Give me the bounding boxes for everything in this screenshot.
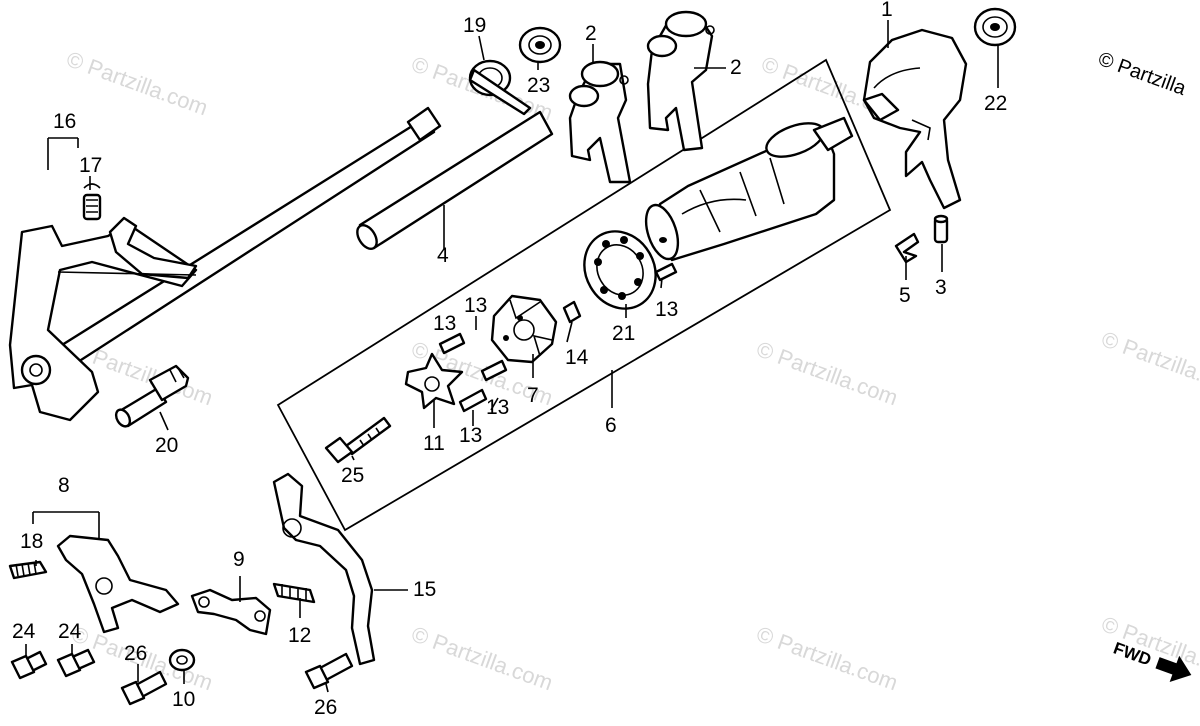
shift-shaft-part [8,106,442,422]
callout-9: 9 [233,548,245,571]
callout-12: 12 [288,624,311,647]
watermark-layer: © Partzilla.com © Partzilla.com © Partzi… [63,46,1200,695]
shift-fork-part-2a [568,60,632,184]
pin-part-14 [562,300,582,324]
watermark: © Partzilla.com [753,621,901,695]
callout-22: 22 [984,92,1007,115]
callout-18: 18 [20,530,43,553]
bolt-part-24-b [56,648,96,678]
spring-part-12 [272,582,316,604]
callout-7: 7 [527,384,539,407]
callout-4: 4 [437,244,449,267]
callout-20: 20 [155,434,178,457]
callout-21: 21 [612,322,635,345]
fwd-arrow-icon [1155,655,1192,683]
shift-fork-part-1 [862,28,968,210]
pin-part-13-c [480,359,508,382]
pin-part-3 [933,214,949,244]
callout-24: 24 [58,620,82,643]
callout-24: 24 [12,620,36,643]
assembly-frame [276,58,892,532]
callout-3: 3 [935,276,947,299]
callout-13: 13 [459,424,482,447]
callout-8: 8 [58,474,70,497]
callout-13: 13 [433,312,456,335]
callout-13: 13 [486,396,509,419]
pin-part-13-a [654,262,678,282]
pin-part-13-d [458,388,488,413]
callout-labels: 1 2 2 3 4 5 6 7 8 9 10 11 12 13 13 13 13… [12,0,1007,719]
clip-part-5 [894,232,920,264]
callout-14: 14 [565,346,589,369]
callout-5: 5 [899,284,911,307]
stopper-plate-part-9 [190,588,272,636]
watermark: © Partzilla.com [408,621,556,695]
watermark: © Partzilla.com [1098,326,1200,400]
callout-26: 26 [124,642,147,665]
callout-10: 10 [172,688,195,711]
fork-shaft-part-4 [356,110,554,251]
callout-1: 1 [881,0,893,21]
pin-part-13-b [438,332,466,355]
callout-13: 13 [655,298,678,321]
bolt-part-26-a [120,670,168,706]
callout-11: 11 [423,432,445,455]
collar-part-10 [168,648,196,672]
shift-drum-part-6 [644,116,854,262]
callout-15: 15 [413,578,436,601]
bolt-part-26-b [304,652,354,690]
clip-part-17 [82,183,102,221]
callout-16: 16 [53,110,76,133]
shift-arm-part-15 [272,472,376,666]
bearing-part-22 [973,7,1017,47]
star-plate-part-11 [404,352,464,410]
shift-fork-part-2b [646,10,715,152]
callout-25: 25 [341,464,364,487]
watermark: © Partzilla.com [753,336,901,410]
callout-17: 17 [79,154,102,177]
callout-13: 13 [464,294,487,317]
stopper-arm-part-8 [56,534,180,634]
bolt-part-20 [114,364,190,428]
callout-2: 2 [730,56,742,79]
leader-lines [25,20,999,693]
bolt-part-24-a [10,650,48,680]
spring-part-18 [8,560,48,580]
callout-19: 19 [463,14,486,37]
bearing-part-23 [518,26,562,64]
bolt-part-25 [324,416,392,464]
spring-part-19 [468,59,532,116]
callout-2: 2 [585,22,597,45]
copyright-label: © Partzilla [1095,48,1189,100]
callout-23: 23 [527,74,550,97]
drum-plate-part-7 [490,294,558,364]
bearing-part-21 [583,230,657,310]
watermark: © Partzilla.com [63,46,211,120]
callout-6: 6 [605,414,617,437]
callout-26: 26 [314,696,337,719]
